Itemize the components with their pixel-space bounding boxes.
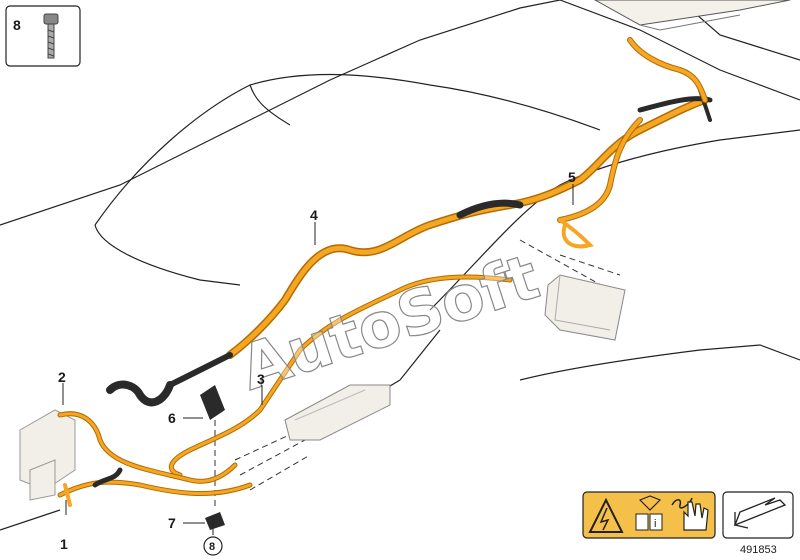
bolt-part-box: 8	[5, 5, 81, 67]
watermark-text: AutoSoft	[232, 240, 548, 405]
callout-leaders	[62, 184, 574, 535]
protective-glove-icon	[671, 497, 709, 531]
orientation-arrow-box	[722, 491, 794, 539]
main-harness-cable	[106, 88, 713, 407]
info-letter: i	[654, 518, 656, 530]
charger-branch-cable	[557, 37, 708, 249]
lower-cables	[57, 411, 253, 507]
warning-label: i	[582, 491, 716, 539]
car-body-outline	[0, 0, 800, 531]
diagram-part-number: 491853	[740, 544, 777, 556]
circled-ref-8: 8	[203, 536, 223, 556]
distribution-block	[284, 384, 391, 441]
cable-3	[168, 274, 513, 478]
callout-5: 5	[568, 169, 576, 185]
bolt-icon	[43, 13, 59, 59]
callout-4: 4	[310, 207, 318, 223]
circled-ref-label: 8	[209, 541, 215, 553]
callout-3: 3	[257, 371, 265, 387]
clip-6	[200, 385, 225, 420]
manual-icon: i	[635, 495, 663, 531]
charger-module	[593, 0, 791, 31]
arrow-icon	[733, 497, 787, 529]
callout-1: 1	[60, 536, 68, 552]
callout-6: 6	[168, 410, 176, 426]
bolt-box-number: 8	[13, 17, 21, 33]
high-voltage-warning-icon	[588, 497, 624, 533]
clip-7	[205, 512, 225, 530]
left-connector-housing	[19, 409, 76, 501]
callout-7: 7	[168, 515, 176, 531]
converter-box	[544, 274, 626, 341]
callout-2: 2	[58, 369, 66, 385]
